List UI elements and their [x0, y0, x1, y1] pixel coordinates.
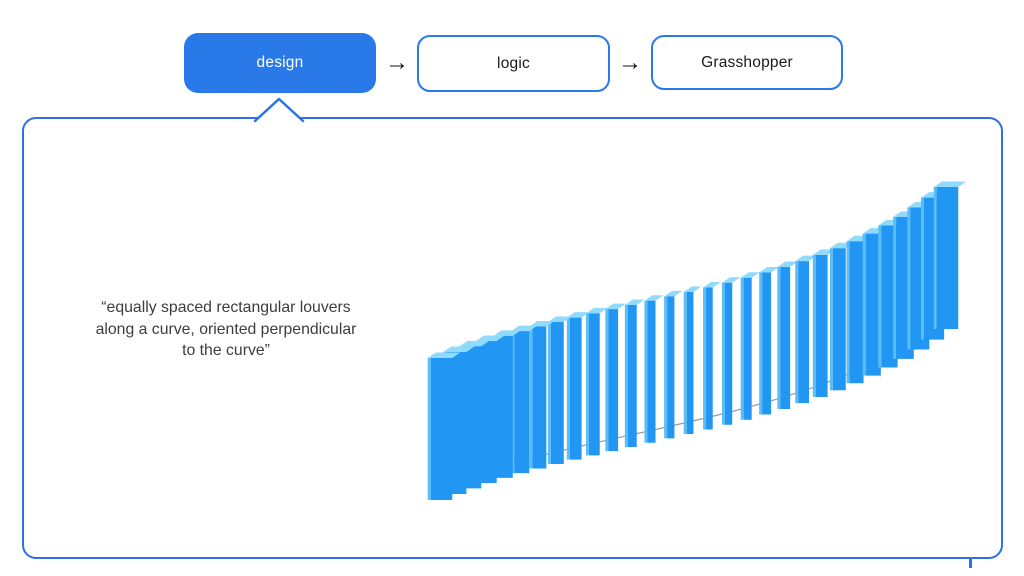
- flow-step-design-label: design: [256, 54, 304, 71]
- flow-step-grasshopper-label: Grasshopper: [701, 53, 793, 71]
- flow-step-design: design: [184, 33, 376, 93]
- flow-step-grasshopper: Grasshopper: [651, 35, 843, 90]
- louver-illustration: [427, 181, 967, 500]
- flow-step-logic: logic: [417, 35, 610, 92]
- design-prompt-quote: “equally spaced rectangular louvers alon…: [58, 297, 394, 362]
- quote-line: along a curve, oriented perpendicular: [95, 320, 357, 338]
- flow-step-logic-label: logic: [497, 54, 530, 72]
- arrow-right-icon: →: [618, 49, 642, 76]
- page-mark: [969, 559, 972, 568]
- quote-line: to the curve”: [182, 342, 270, 359]
- arrow-right-icon: →: [385, 49, 409, 76]
- quote-line: “equally spaced rectangular louvers: [101, 299, 351, 316]
- panel-notch-pointer: [253, 97, 305, 123]
